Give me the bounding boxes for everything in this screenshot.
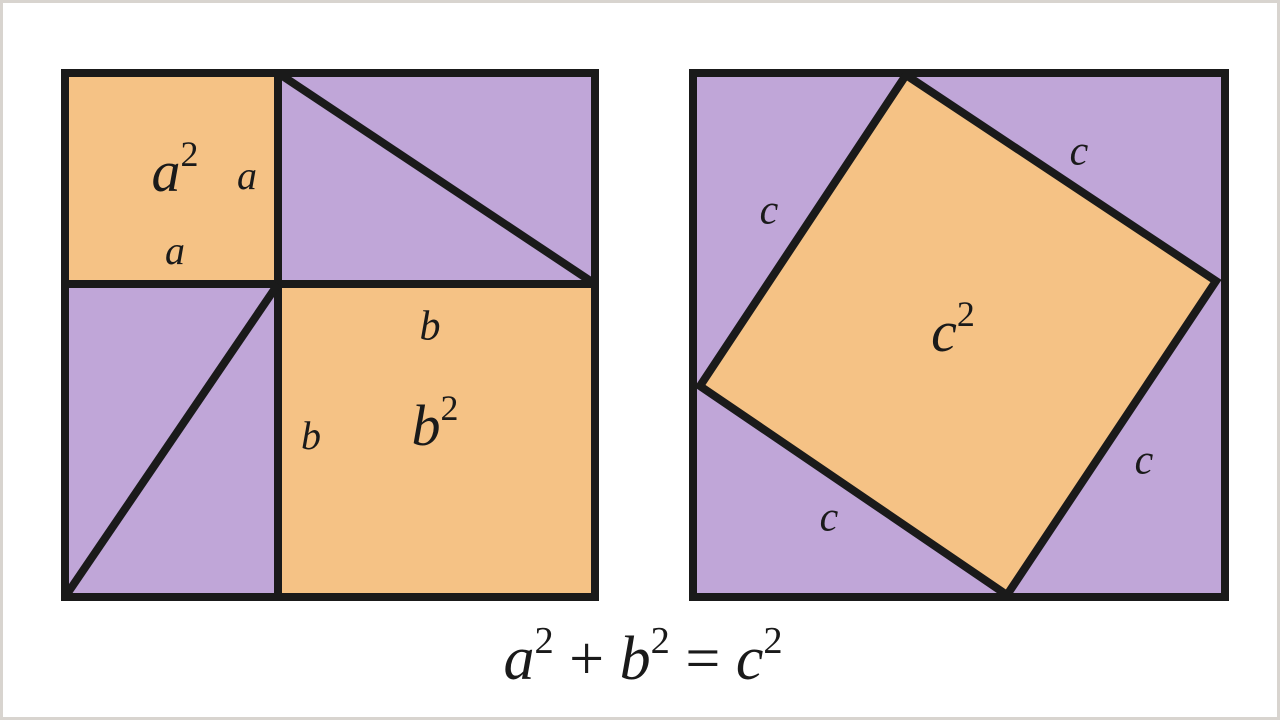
equation-group: a2 + b2 = c2	[503, 620, 782, 693]
equation: a2 + b2 = c2	[503, 620, 782, 693]
right-square-group: c c c2 c c	[689, 69, 1229, 601]
label-b-squared: b2	[412, 388, 459, 458]
hypotenuse-top-right	[275, 69, 598, 288]
label-a-side-right: a	[237, 153, 257, 198]
region-c-squared	[694, 69, 1222, 601]
label-a-side-bottom: a	[165, 228, 185, 273]
left-square-outline	[61, 69, 599, 601]
hypotenuse-bottom-left	[61, 281, 282, 600]
label-c-bottom-left: c	[820, 495, 839, 541]
label-b-side-top: b	[420, 304, 441, 350]
pythagorean-figure: a2 a a b b b2 c c c2 c c	[61, 69, 1229, 693]
label-b-side-left: b	[301, 413, 321, 458]
label-a-squared: a2	[152, 134, 199, 204]
label-c-top-left: c	[760, 188, 779, 234]
label-c-top-right: c	[1070, 129, 1089, 175]
label-c-bottom-right: c	[1135, 438, 1154, 484]
label-c-squared: c2	[931, 294, 975, 364]
left-square-group: a2 a a b b b2	[61, 69, 599, 601]
